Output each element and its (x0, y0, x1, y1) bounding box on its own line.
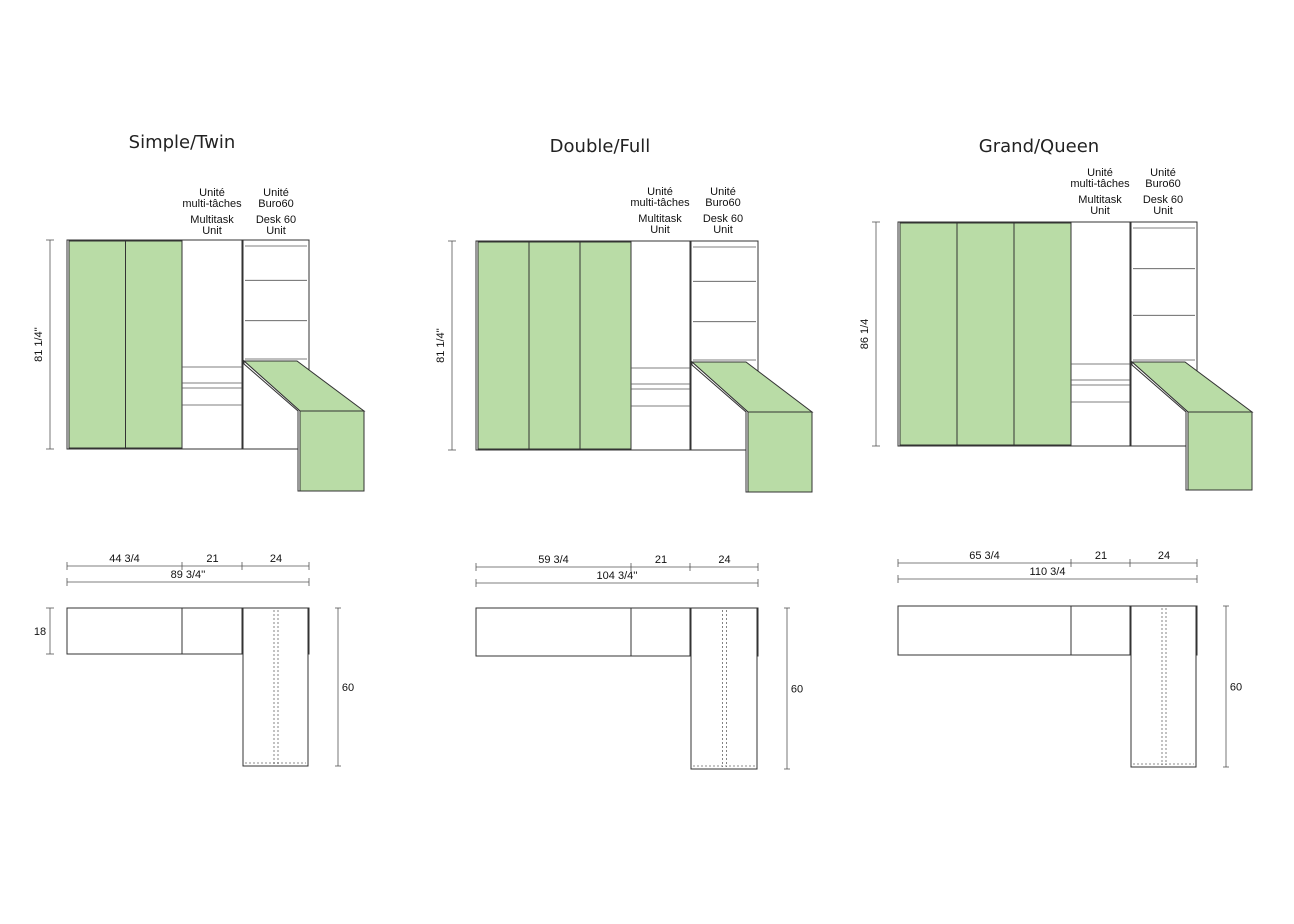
height-dimension-label: 81 1/4'' (435, 328, 447, 363)
width-bed-label: 59 3/4 (538, 554, 569, 566)
total-width-label: 89 3/4'' (171, 569, 206, 581)
width-desk-label: 24 (270, 553, 282, 565)
config-simple-twin: Simple/TwinUnitémulti-tâchesMultitaskUni… (33, 132, 366, 767)
total-width-label: 110 3/4 (1030, 566, 1066, 578)
bed-panel (528, 241, 581, 450)
height-dimension-label: 81 1/4'' (33, 327, 45, 362)
desk-label-fr: Buro60 (705, 197, 740, 209)
depth-top-label: 18 (34, 626, 46, 638)
multitask-label-fr: Unité (647, 186, 673, 198)
multitask-label-fr: Unité (199, 187, 225, 199)
depth-desk-label: 60 (1230, 682, 1242, 694)
multitask-label-fr: multi-tâches (1070, 178, 1130, 190)
config-double-full: Double/FullUnitémulti-tâchesMultitaskUni… (435, 136, 814, 770)
bed-panel (579, 241, 632, 450)
desk-label-fr: Unité (710, 186, 736, 198)
desk-leg (747, 411, 813, 493)
multitask-label-en: Unit (1090, 205, 1110, 217)
bed-panel (68, 240, 126, 449)
plan-desk (690, 607, 758, 770)
multitask-label-en: Multitask (1078, 194, 1122, 206)
desk-label-en: Unit (1153, 205, 1173, 217)
desk-label-en: Unit (266, 225, 286, 237)
width-multitask-label: 21 (655, 554, 667, 566)
desk-label-fr: Unité (263, 187, 289, 199)
desk-label-fr: Buro60 (258, 198, 293, 210)
multitask-label-en: Unit (202, 225, 222, 237)
multitask-label-fr: multi-tâches (630, 197, 690, 209)
bed-panel (125, 240, 183, 449)
multitask-label-en: Multitask (638, 213, 682, 225)
desk-label-en: Desk 60 (703, 213, 743, 225)
multitask-label-en: Unit (650, 224, 670, 236)
desk-leg (1187, 411, 1253, 491)
desk-label-fr: Buro60 (1145, 178, 1180, 190)
multitask-label-fr: multi-tâches (182, 198, 242, 210)
depth-desk-label: 60 (342, 682, 354, 694)
desk-leg (299, 410, 365, 492)
desk-label-en: Desk 60 (1143, 194, 1183, 206)
height-dimension-label: 86 1/4 (859, 319, 871, 350)
bed-panel (1013, 222, 1072, 446)
config-grand-queen: Grand/QueenUnitémulti-tâchesMultitaskUni… (859, 136, 1254, 768)
desk-label-en: Unit (713, 224, 733, 236)
multitask-unit (630, 240, 691, 451)
multitask-label-fr: Unité (1087, 167, 1113, 179)
width-bed-label: 44 3/4 (109, 553, 140, 565)
width-desk-label: 24 (718, 554, 730, 566)
desk-label-en: Desk 60 (256, 214, 296, 226)
width-bed-label: 65 3/4 (969, 550, 1000, 562)
config-title: Double/Full (550, 136, 651, 157)
multitask-unit (1070, 221, 1131, 447)
width-desk-label: 24 (1158, 550, 1170, 562)
desk-label-fr: Unité (1150, 167, 1176, 179)
plan-desk (242, 607, 309, 767)
total-width-label: 104 3/4'' (597, 570, 638, 582)
config-title: Simple/Twin (129, 132, 236, 153)
plan-desk (1130, 605, 1197, 768)
config-title: Grand/Queen (979, 136, 1099, 157)
multitask-unit (181, 239, 243, 450)
bed-panel (956, 222, 1015, 446)
multitask-label-en: Multitask (190, 214, 234, 226)
bed-panel (477, 241, 530, 450)
bed-panel (899, 222, 958, 446)
width-multitask-label: 21 (206, 553, 218, 565)
depth-desk-label: 60 (791, 684, 803, 696)
width-multitask-label: 21 (1095, 550, 1107, 562)
